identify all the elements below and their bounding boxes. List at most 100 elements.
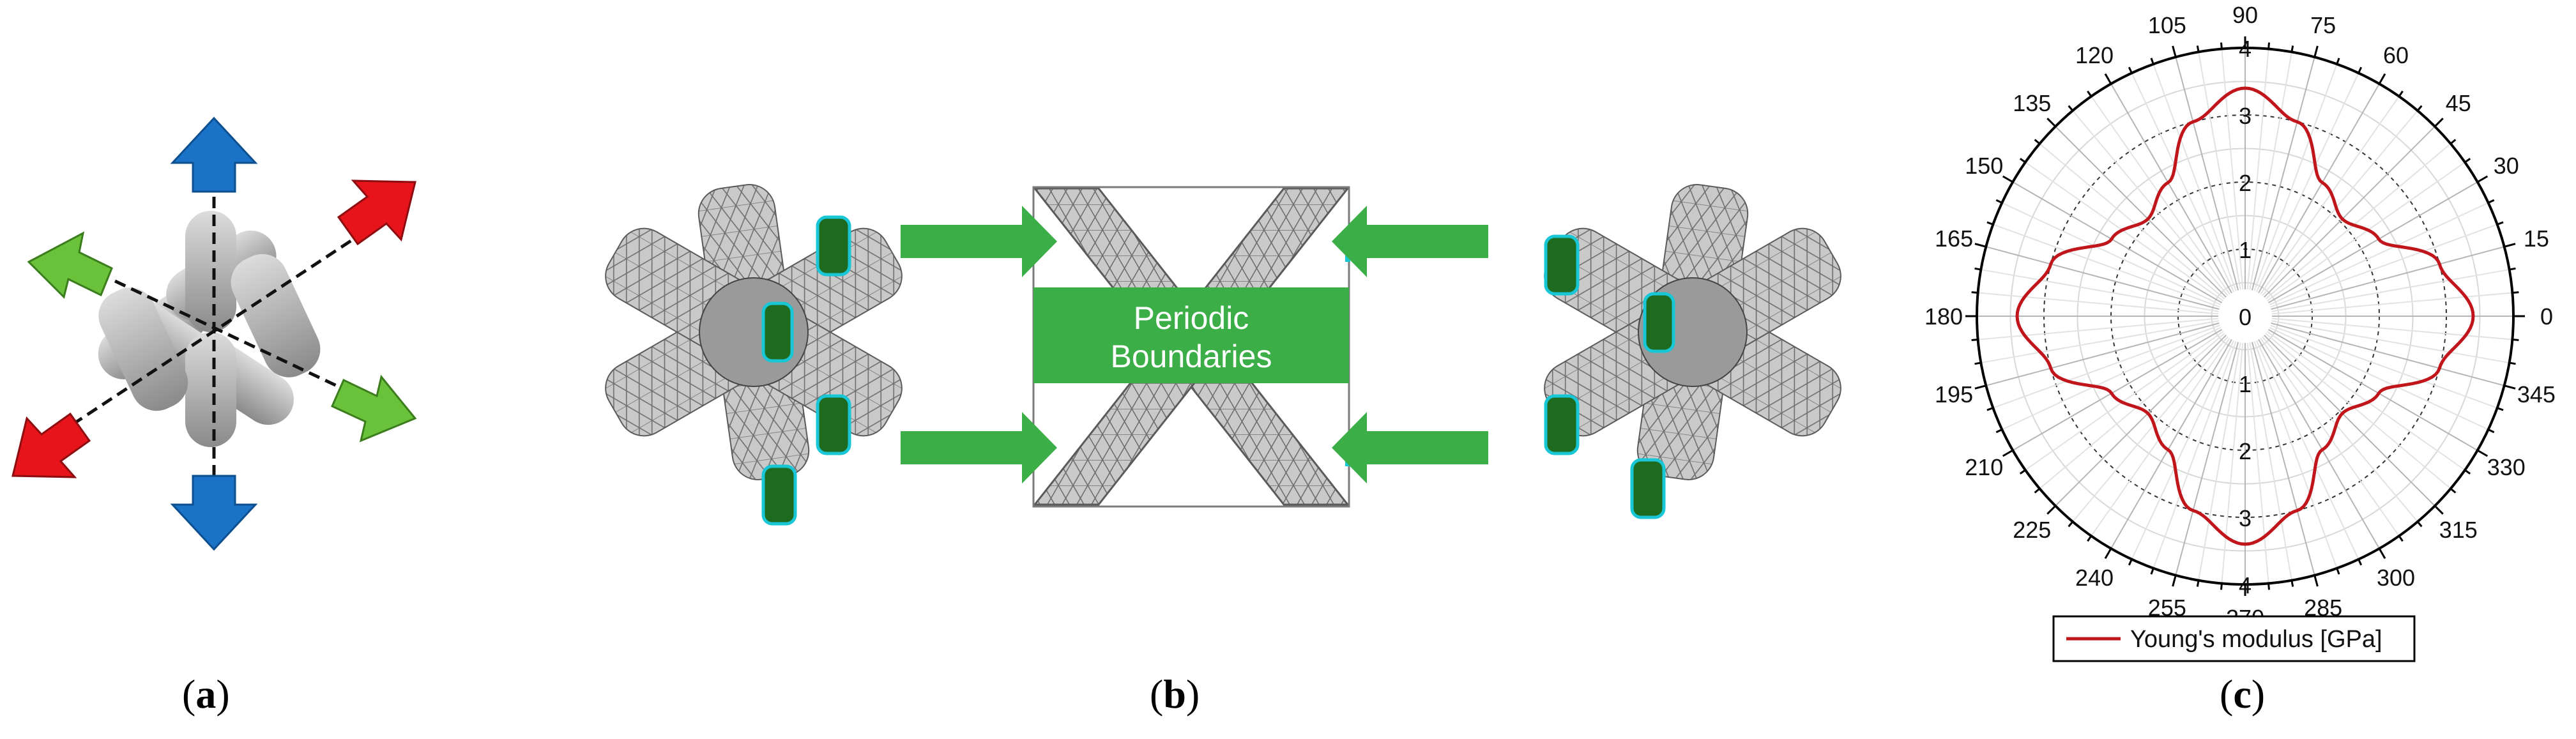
angle-tick-label: 330 [2487, 454, 2526, 480]
grid-spoke [1986, 322, 2220, 386]
outer-tick [2002, 175, 2014, 183]
outer-tick [2034, 139, 2041, 145]
grid-spoke [2271, 322, 2504, 386]
outer-tick [2128, 559, 2133, 566]
outer-tick [2034, 487, 2041, 494]
outer-tick [2398, 90, 2404, 97]
outer-tick [2504, 385, 2516, 390]
angle-tick-label: 30 [2494, 153, 2519, 179]
outer-tick [2416, 521, 2423, 528]
radial-tick-label: 2 [2239, 438, 2252, 464]
outer-tick [2172, 45, 2177, 57]
green-arrow-topright-icon [1332, 206, 1488, 277]
grid-spoke [2265, 333, 2451, 489]
outer-tick [2087, 535, 2092, 542]
angle-tick-label: 120 [2075, 42, 2114, 68]
outer-tick [2068, 521, 2074, 528]
outer-tick [2434, 505, 2444, 515]
grid-spoke [2265, 143, 2451, 300]
grid-spoke [2262, 110, 2418, 296]
grid-spoke [1992, 324, 2220, 409]
outer-tick [2128, 66, 2133, 73]
grid-spoke [2249, 342, 2292, 581]
outer-tick [2450, 139, 2457, 145]
grid-spoke [2269, 326, 2489, 430]
grid-spoke [2251, 57, 2315, 291]
outer-tick [1995, 429, 2002, 434]
angle-tick-label: 45 [2446, 90, 2471, 116]
red-arrow-upright-icon [337, 179, 416, 246]
radial-tick-label: 4 [2239, 572, 2252, 598]
outer-tick [2104, 73, 2112, 85]
grid-spoke [2260, 337, 2400, 537]
lattice-struts [98, 211, 321, 447]
outer-tick [1974, 362, 1981, 365]
caption-a: (a) [182, 671, 230, 717]
outer-tick [2504, 243, 2516, 248]
outer-tick [2358, 559, 2363, 566]
grid-spoke [1978, 317, 2219, 340]
angle-tick-label: 225 [2013, 517, 2051, 543]
grid-spoke [2025, 331, 2224, 471]
youngs-modulus-curve [2015, 86, 2475, 546]
grid-spoke [1981, 269, 2219, 312]
grid-spoke [2260, 96, 2400, 295]
angle-tick-label: 195 [1935, 381, 1973, 408]
grid-spoke [2175, 342, 2239, 575]
grid-spoke [2267, 181, 2478, 303]
outer-tick [2488, 199, 2495, 204]
grid-spoke [2198, 342, 2241, 581]
outer-tick [2104, 547, 2112, 560]
grid-spoke [2246, 342, 2269, 584]
blue-arrow-down-icon [170, 475, 258, 551]
outer-tick [1995, 199, 2002, 204]
outer-tick [2416, 105, 2423, 112]
grid-spoke [2221, 342, 2244, 584]
outer-tick [2488, 429, 2495, 434]
outer-tick [2464, 469, 2471, 475]
outer-tick [2336, 57, 2340, 65]
mesh-lattice-right [1544, 184, 1841, 519]
outer-tick [2172, 575, 2177, 587]
angle-tick-label: 180 [1924, 303, 1963, 330]
angle-tick-label: 60 [2383, 42, 2409, 68]
outer-tick [2509, 267, 2516, 271]
grid-spoke [2001, 202, 2222, 306]
grid-spoke [1986, 246, 2220, 310]
grid-spoke [2267, 329, 2478, 451]
grid-spoke [2012, 181, 2223, 303]
radial-tick-label: 1 [2239, 371, 2252, 397]
panel-a-figure [11, 116, 417, 551]
outer-tick [2313, 45, 2319, 57]
grid-spoke [2266, 162, 2465, 301]
grid-spoke [2266, 331, 2465, 471]
outer-tick [2313, 575, 2319, 587]
angle-tick-label: 75 [2310, 12, 2336, 38]
boundaries-label: Boundaries [1111, 339, 1272, 374]
outer-tick [2196, 580, 2200, 587]
angle-tick-label: 15 [2524, 225, 2549, 252]
outer-tick [2068, 105, 2074, 112]
outer-tick [2046, 505, 2057, 515]
grid-spoke [2025, 162, 2224, 301]
dashed-axes [56, 179, 359, 485]
grid-spoke [2175, 57, 2239, 291]
grid-spoke [1981, 320, 2219, 363]
grid-spoke [2110, 339, 2232, 549]
grid-spoke [2131, 72, 2235, 293]
grid-spoke [2262, 336, 2418, 522]
angle-tick-label: 165 [1935, 225, 1973, 252]
outer-tick [1974, 385, 1986, 390]
outer-tick [2019, 469, 2026, 475]
blue-arrow-up-icon [170, 116, 258, 193]
outer-tick [2046, 118, 2057, 128]
mesh-lattice-left [605, 184, 903, 526]
grid-spoke [1992, 224, 2220, 308]
outer-tick [2497, 221, 2504, 225]
angle-tick-label: 345 [2517, 381, 2556, 408]
grid-spoke [2012, 329, 2223, 451]
radial-tick-label: 3 [2239, 505, 2252, 531]
green-arrow-left-icon [27, 231, 113, 299]
green-arrow-topleft-icon [901, 206, 1057, 277]
